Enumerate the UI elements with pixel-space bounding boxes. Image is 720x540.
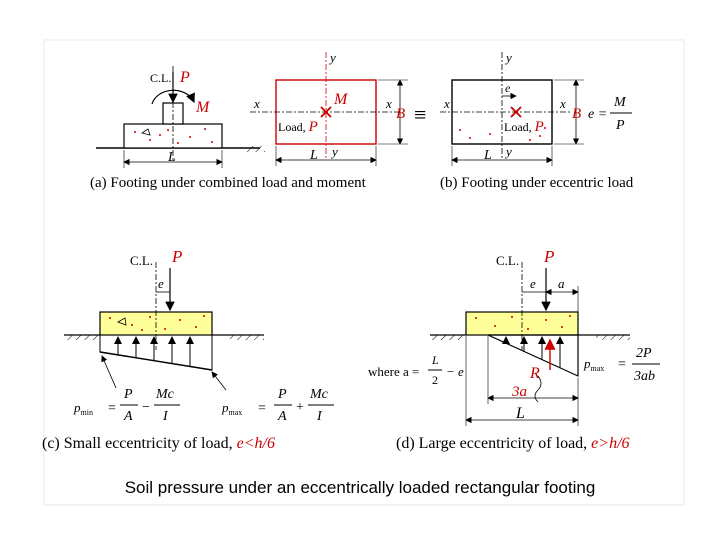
resultant-r-label: R: [529, 365, 540, 382]
plan-length-l-label-a: L: [309, 148, 318, 163]
load-point-marker-b: [510, 106, 522, 118]
concrete-speckles-b: [459, 127, 546, 141]
svg-text:I: I: [316, 409, 323, 424]
svg-text:A: A: [123, 409, 133, 424]
width-b-label-b: B: [572, 106, 581, 122]
cl-label-c: C.L.: [130, 253, 153, 268]
svg-text:A: A: [277, 409, 287, 424]
svg-text:2: 2: [432, 373, 438, 387]
axis-x-left-b: x: [443, 96, 450, 111]
moment-m-label: M: [195, 99, 211, 116]
leader-pmin: [101, 355, 117, 389]
load-p-label-a: P: [179, 69, 190, 86]
pressure-arrows-d: [502, 336, 564, 368]
svg-text:I: I: [162, 409, 169, 424]
svg-text:Mc: Mc: [155, 387, 175, 402]
caption-c: (c) Small eccentricity of load, e<h/6: [42, 435, 275, 452]
load-point-marker-a: [320, 106, 332, 118]
svg-text:− e: − e: [446, 364, 464, 379]
panel-a: C.L. P M L x x y y M Load, P B L (a) Foo…: [90, 50, 408, 191]
svg-text:=: =: [618, 357, 626, 372]
formula-lhs-b: e =: [588, 107, 607, 122]
svg-text:L: L: [431, 353, 439, 367]
pmin-formula: pmin = P A − Mc I: [73, 387, 180, 424]
concrete-speckles-d: [475, 315, 571, 330]
axis-y-bottom-b: y: [504, 144, 512, 159]
svg-text:2P: 2P: [636, 346, 652, 361]
aggregate-mark: [141, 128, 151, 136]
length-l-label-a: L: [167, 150, 176, 165]
load-text-a: Load, P: [278, 119, 318, 135]
formula-num-b: M: [613, 95, 627, 110]
axis-x-right-b: x: [559, 96, 566, 111]
length-l-label-d: L: [515, 405, 525, 422]
svg-text:pmax: pmax: [221, 400, 242, 417]
width-b-label-a: B: [396, 106, 405, 122]
load-text-b: Load, P: [504, 119, 544, 135]
moment-arc: [151, 89, 195, 105]
load-p-label-c: P: [171, 247, 182, 266]
pmax-formula-d: pmax = 2P 3ab: [583, 346, 660, 384]
svg-text:+: +: [296, 400, 304, 415]
panel-c: C.L. P e pmin = P A − Mc I pmax: [42, 247, 334, 452]
svg-text:=: =: [108, 401, 116, 416]
cl-label-d: C.L.: [496, 253, 519, 268]
axis-y-top-b: y: [504, 50, 512, 65]
svg-text:pmax: pmax: [583, 356, 604, 373]
formula-den-b: P: [615, 118, 625, 133]
ecc-e-label-d: e: [530, 276, 536, 291]
concrete-speckles-c: [109, 315, 205, 331]
leader-pmax: [211, 371, 227, 391]
caption-b: (b) Footing under eccentric load: [440, 175, 634, 191]
caption-d: (d) Large eccentricity of load, e>h/6: [396, 435, 630, 452]
svg-text:3ab: 3ab: [633, 369, 655, 384]
panel-b: x x y y e Load, P B L e = M P (b) Footin…: [440, 50, 634, 191]
svg-text:pmin: pmin: [73, 400, 93, 417]
axis-y-top-a: y: [328, 50, 336, 65]
length-l-label-b: L: [483, 148, 492, 163]
svg-text:Mc: Mc: [309, 387, 329, 402]
svg-text:=: =: [258, 401, 266, 416]
plan-moment-m-label: M: [333, 91, 349, 108]
concrete-speckles-a: [134, 128, 213, 144]
load-p-label-d: P: [543, 247, 554, 266]
panel-d: C.L. P e a R 3a L where a = L 2 − e: [368, 247, 660, 452]
ground-hatch: [245, 146, 265, 152]
svg-text:where a =: where a =: [368, 364, 419, 379]
equivalence-symbol: ≡: [414, 102, 426, 127]
svg-text:−: −: [142, 400, 150, 415]
cl-label-a: C.L.: [150, 71, 171, 85]
ecc-e-label-c: e: [158, 276, 164, 291]
axis-x-right-a: x: [385, 96, 392, 111]
dist-a-label: a: [558, 276, 565, 291]
ecc-e-label-b: e: [505, 81, 511, 95]
pressure-arrows-c: [114, 336, 194, 367]
svg-text:P: P: [277, 387, 287, 402]
svg-text:P: P: [123, 387, 133, 402]
where-formula: where a = L 2 − e: [368, 353, 464, 387]
caption-a: (a) Footing under combined load and mome…: [90, 175, 367, 191]
figure-caption: Soil pressure under an eccentrically loa…: [124, 478, 596, 497]
axis-y-bottom-a: y: [330, 144, 338, 159]
pressure-triangle-d: [487, 334, 579, 377]
pmax-formula-c: pmax = P A + Mc I: [221, 387, 334, 424]
axis-x-left-a: x: [253, 96, 260, 111]
dist-3a-label: 3a: [511, 384, 527, 400]
